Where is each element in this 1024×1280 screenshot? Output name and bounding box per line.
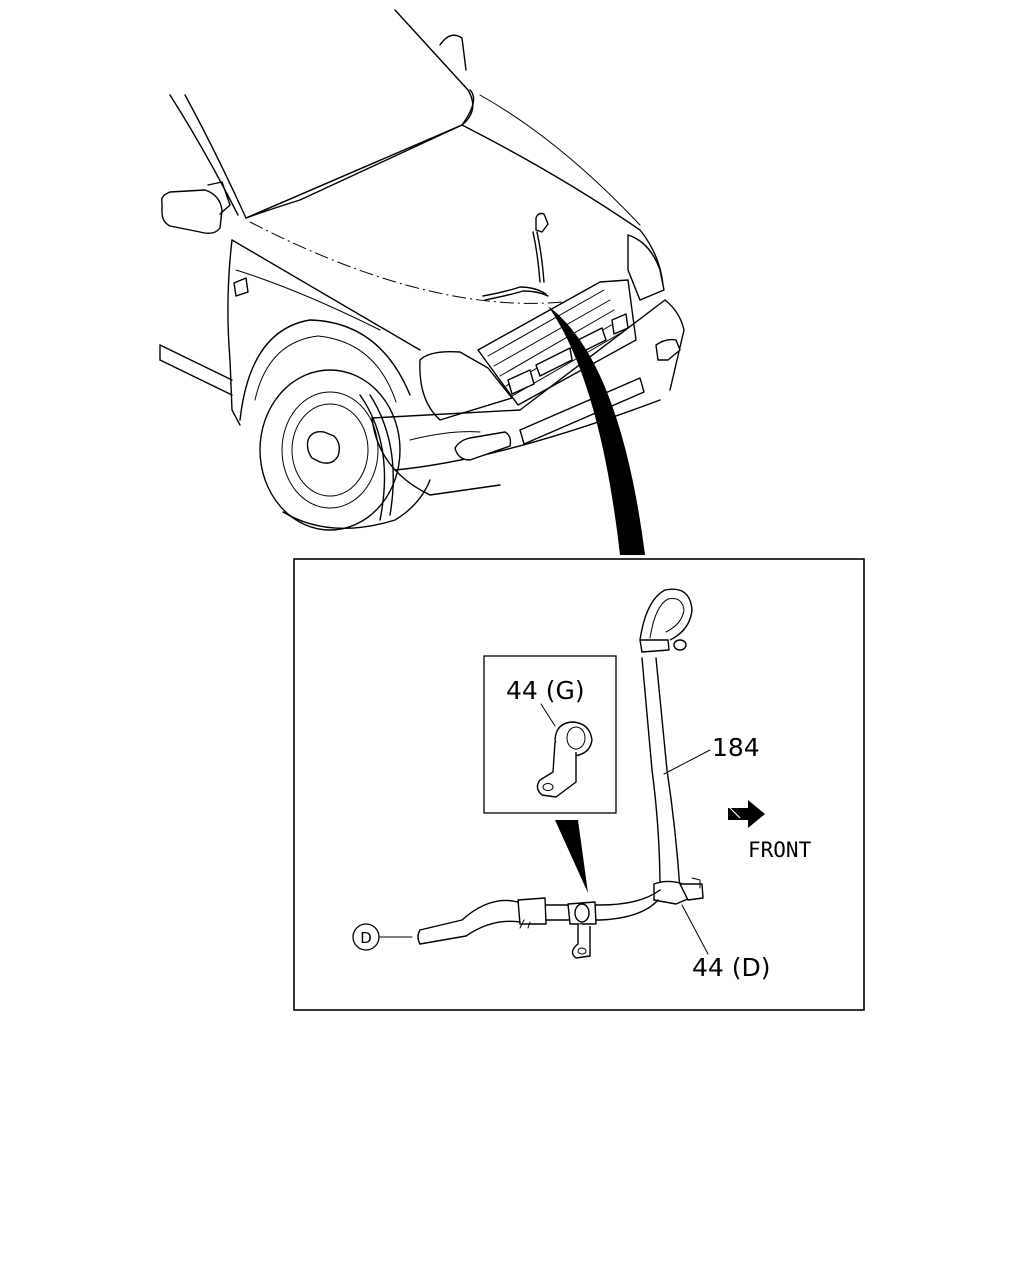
clip-g-label: 44 (G) — [506, 676, 585, 705]
connector-d-label: D — [360, 929, 372, 947]
clip-g-part — [536, 721, 593, 798]
callout-wedge — [548, 306, 645, 555]
hose-part-label: 184 — [712, 733, 760, 762]
connector-d-marker — [352, 923, 380, 951]
clip-d-leader — [681, 904, 709, 955]
vehicle-illustration — [159, 9, 685, 531]
clip-g-leader — [540, 703, 556, 727]
clip-d-label: 44 (D) — [692, 953, 771, 982]
front-label: FRONT — [748, 838, 812, 862]
inset-pointer-wedge — [555, 820, 588, 893]
hose-leader — [663, 749, 711, 775]
front-direction-arrow-icon — [728, 800, 765, 828]
hose-assembly — [379, 588, 704, 959]
